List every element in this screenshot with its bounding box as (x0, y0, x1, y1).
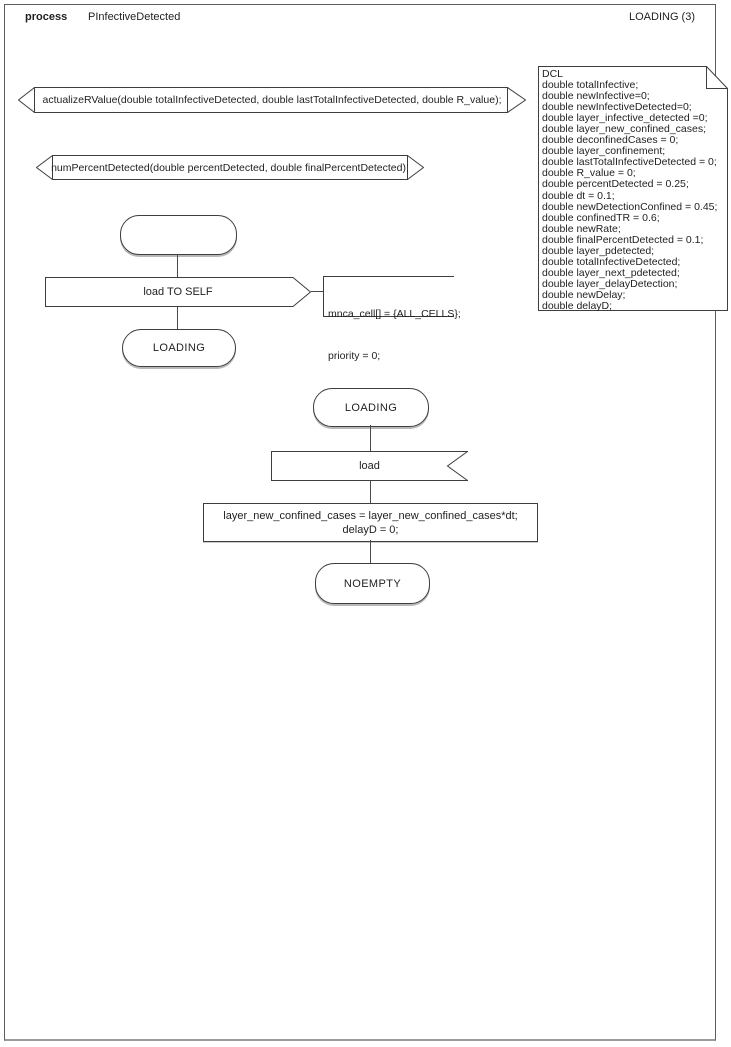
connector-line (370, 481, 371, 503)
comment-line: mnca_cell[] = {ALL_CELLS}; (328, 308, 461, 320)
dcl-line: double delayD; (542, 299, 613, 312)
connector-line (177, 254, 178, 277)
connector-line (370, 540, 371, 563)
dcl-line: double newInfectiveDetected=0; (542, 101, 692, 114)
dcl-line: double newInfective=0; (542, 90, 650, 103)
comment-line: priority = 0; (328, 350, 381, 362)
dcl-line: double newRate; (542, 222, 621, 235)
comment-symbol[interactable]: mnca_cell[] = {ALL_CELLS}; priority = 0; (323, 276, 461, 362)
connector-line (370, 425, 371, 451)
output-label: load TO SELF (143, 286, 213, 298)
page-frame (4, 4, 716, 1041)
state-symbol-loading[interactable]: LOADING (122, 329, 236, 367)
page-state-label: LOADING (3) (628, 11, 695, 23)
dcl-line: double layer_delayDetection; (542, 277, 678, 290)
dcl-line: double finalPercentDetected = 0.1; (542, 233, 704, 246)
dcl-line: double totalInfective; (542, 79, 639, 92)
task-line: delayD = 0; (342, 523, 399, 536)
dcl-text-symbol[interactable]: DCL double totalInfective; double newInf… (538, 66, 728, 312)
task-line: layer_new_confined_cases = layer_new_con… (223, 509, 518, 522)
start-state-symbol[interactable] (120, 215, 237, 255)
procedure-symbol-actualize-rvalue[interactable]: actualizeRValue(double totalInfectiveDet… (18, 87, 526, 113)
process-name-label: PInfectiveDetected (88, 11, 181, 23)
dcl-line: double confinedTR = 0.6; (542, 211, 660, 224)
dcl-line: double layer_infective_detected =0; (542, 112, 708, 125)
input-symbol-load[interactable]: load (271, 451, 468, 481)
dcl-line: double deconfinedCases = 0; (542, 134, 679, 147)
connector-line (177, 307, 178, 329)
process-kind-label: process (25, 11, 68, 23)
dcl-line: double dt = 0.1; (542, 189, 615, 202)
dcl-line: double layer_pdetected; (542, 244, 655, 257)
dcl-declarations: DCL double totalInfective; double newInf… (542, 68, 718, 312)
dcl-line: double percentDetected = 0.25; (542, 178, 689, 191)
procedure-symbol-num-percent-detected[interactable]: numPercentDetected(double percentDetecte… (36, 155, 424, 180)
dcl-line: double layer_new_confined_cases; (542, 123, 707, 136)
dcl-line: double newDetectionConfined = 0.45; (542, 200, 718, 213)
procedure-label: actualizeRValue(double totalInfectiveDet… (42, 94, 502, 106)
output-symbol-load-to-self[interactable]: load TO SELF (45, 277, 311, 307)
state-symbol-noempty[interactable]: NOEMPTY (315, 563, 430, 604)
state-symbol-loading-2[interactable]: LOADING (313, 388, 429, 427)
dcl-line: double newDelay; (542, 288, 626, 301)
input-label: load (359, 460, 380, 472)
dcl-line: double totalInfectiveDetected; (542, 255, 681, 268)
dcl-line: double lastTotalInfectiveDetected = 0; (542, 156, 717, 169)
comment-connector-line (311, 291, 323, 292)
dcl-line: double layer_confinement; (542, 145, 666, 158)
procedure-label: numPercentDetected(double percentDetecte… (51, 161, 409, 174)
dcl-line: double R_value = 0; (542, 167, 636, 180)
dcl-line: double layer_next_pdetected; (542, 266, 680, 279)
dcl-title: DCL (542, 68, 564, 80)
task-symbol[interactable]: layer_new_confined_cases = layer_new_con… (203, 503, 538, 542)
